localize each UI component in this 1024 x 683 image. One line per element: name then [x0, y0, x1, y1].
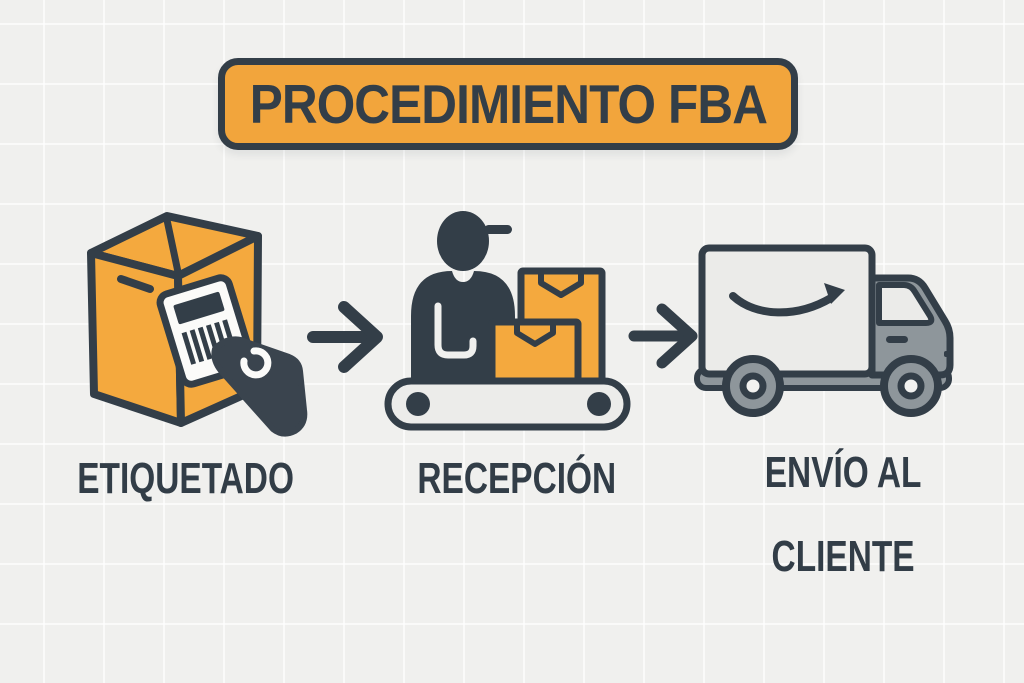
- finger-gap: [240, 347, 272, 379]
- cab-window: [876, 282, 935, 326]
- arrow-right-1-icon: [307, 301, 383, 373]
- front-box: [488, 318, 582, 386]
- belt-roller-right: [587, 392, 611, 416]
- box-with-shipping-label-and-hand-icon: [87, 212, 308, 437]
- back-box-flap: [538, 271, 584, 298]
- rear-wheel: [722, 355, 784, 417]
- worker-with-boxes-on-conveyor-icon: [384, 211, 631, 431]
- box-top-seam: [163, 216, 182, 276]
- label-header-bar: [173, 291, 225, 325]
- amazon-delivery-truck-icon: [694, 244, 954, 417]
- cap-brim: [484, 225, 512, 234]
- front-box-flap: [514, 322, 556, 347]
- arrow-right-2-icon: [628, 303, 698, 369]
- door-handle: [886, 336, 908, 343]
- truck-cab: [868, 274, 954, 379]
- title-banner: PROCEDIMIENTO FBA: [218, 58, 798, 150]
- cab-side-detail: [944, 351, 953, 357]
- box-side-slot: [117, 275, 154, 293]
- amazon-smile-arrow: [729, 283, 845, 317]
- step-label-envio-al-cliente: ENVÍO AL CLIENTE: [764, 448, 922, 581]
- page-title: PROCEDIMIENTO FBA: [249, 73, 767, 135]
- conveyor-belt: [384, 377, 631, 431]
- step-label-etiquetado: ETIQUETADO: [77, 454, 295, 503]
- arm-outline: [434, 302, 477, 359]
- belt-roller-left: [406, 392, 430, 416]
- front-wheel: [880, 355, 942, 417]
- hand-holding-label: [211, 336, 308, 437]
- step-label-recepcion: RECEPCIÓN: [417, 454, 617, 503]
